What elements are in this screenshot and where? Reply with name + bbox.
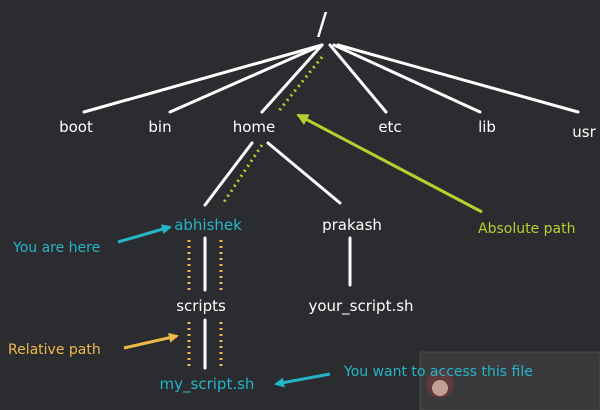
label-target-file: You want to access this file [343, 364, 533, 380]
arrow-absolute-path [296, 113, 483, 214]
arrow-target-file [274, 372, 331, 388]
relative-path-dots [187, 240, 223, 368]
node-prakash: prakash [322, 216, 382, 234]
absolute-dots-home-abhishek [220, 144, 264, 206]
edge-root-etc [328, 43, 388, 114]
node-my-script: my_script.sh [160, 375, 255, 394]
node-home: home [233, 118, 276, 136]
node-scripts: scripts [176, 297, 226, 315]
absolute-dots-root-home [276, 56, 324, 113]
node-bin: bin [148, 118, 171, 136]
node-boot: boot [59, 118, 93, 136]
level1-nodes: boot bin home etc lib usr [59, 118, 596, 141]
node-abhishek: abhishek [174, 216, 242, 234]
node-lib: lib [478, 118, 496, 136]
root-node: / [317, 7, 328, 42]
edge-root-usr [336, 43, 580, 114]
edge-home-prakash [266, 141, 342, 205]
node-etc: etc [378, 118, 401, 136]
edge-root-lib [332, 43, 482, 114]
edge-root-home [260, 43, 324, 114]
label-relative-path: Relative path [8, 342, 101, 358]
watermark [419, 351, 600, 410]
edge-root-bin [168, 43, 324, 114]
node-usr: usr [572, 123, 596, 141]
watermark-box [419, 351, 600, 410]
arrow-you-are-here [117, 224, 172, 244]
watermark-logo-face-icon [432, 380, 448, 396]
absolute-path-dots [220, 56, 324, 206]
label-absolute-path: Absolute path [478, 221, 575, 237]
arrow-relative-path [123, 332, 179, 350]
label-you-are-here: You are here [12, 240, 100, 256]
edge-root-boot [82, 43, 324, 114]
edge-home-abhishek [203, 141, 254, 207]
node-your-script: your_script.sh [308, 297, 413, 316]
tree-edges [82, 43, 580, 370]
